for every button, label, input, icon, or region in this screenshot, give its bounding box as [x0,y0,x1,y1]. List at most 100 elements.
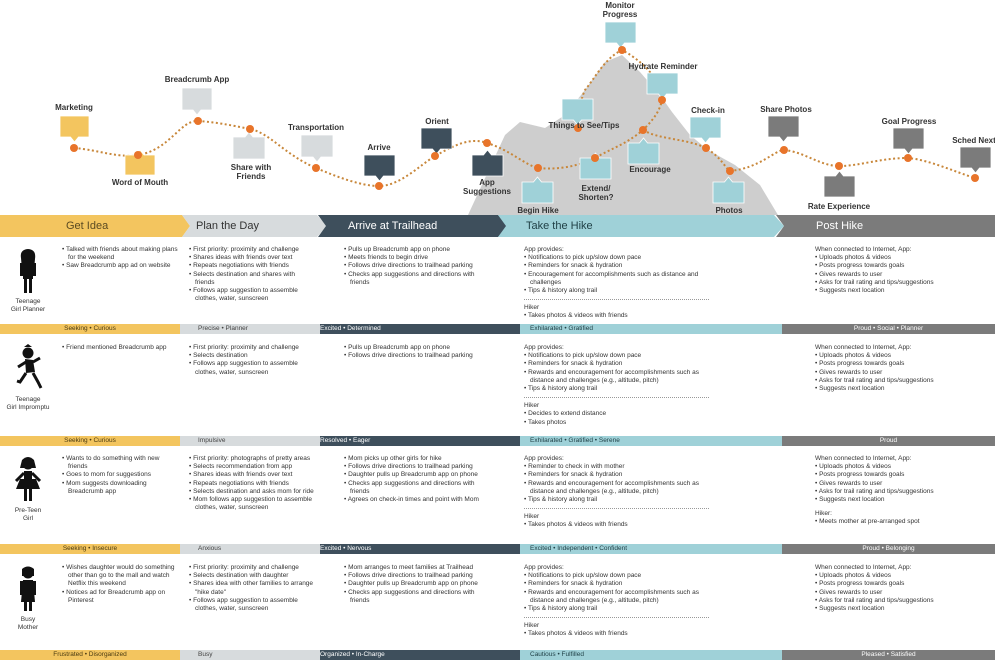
cell-intro: App provides: [524,246,564,253]
phase-arrow-shape [776,215,995,237]
path-dot [904,154,912,162]
person-silhouette-icon [20,249,36,293]
bullet-item: • Meets mother at pre-arranged spot [815,518,920,526]
journey-cell: When connected to Internet, App:• Upload… [815,344,985,393]
touchpoint-label: Marketing [55,103,93,112]
emotion-bar: Anxious [180,544,320,554]
touchpoint-marker [579,152,612,180]
bullet-item: • Asks for trail rating and tips/suggest… [815,376,934,384]
path-dot [483,139,491,147]
emotion-bar: Resolved • Eager [320,436,520,446]
touchpoint-marker [300,134,334,172]
bullet-item: • Uploads photos & videos [815,254,891,262]
journey-cell: App provides:• Notifications to pick up/… [524,344,724,427]
emotion-bar: Frustrated • Disorganized [0,650,180,660]
bullet-item: • Meets friends to begin drive [344,254,428,262]
bullet-item: • Checks app suggestions and directions … [344,479,475,495]
touchpoint-marker [471,139,504,177]
touchpoint-marker [627,126,660,165]
emotion-label: Frustrated • Disorganized [53,651,127,658]
emotion-label: Busy [198,651,213,658]
bullet-item: • Posts progress towards goals [815,360,905,368]
phase-label: Arrive at Trailhead [348,220,438,232]
bullet-item: • Suggests next location [815,385,885,393]
emotion-bar: Proud [782,436,995,446]
bullet-item: • Daughter pulls up Breadcrumb app on ph… [344,471,478,479]
bullet-item: • Selects destination with daughter [189,572,289,580]
bullet-item: • Uploads photos & videos [815,463,891,471]
path-dot [835,162,843,170]
speech-bubble-icon [181,87,213,116]
phase-post-hike: Post Hike [776,215,995,237]
bullet-item: • Shares idea with other families to arr… [189,580,314,596]
path-dot [618,46,626,54]
bullet-item: • Goes to mom for suggestions [62,471,151,479]
bullet-item: • Rewards and encouragement for accompli… [524,588,699,604]
phase-arrow-shape [182,215,327,237]
bullet-item: • First priority: proximity and challeng… [189,344,299,351]
bullet-item: • Tips & history along trail [524,385,598,393]
bullet-item: • Selects destination and shares with fr… [189,270,295,286]
emotion-bar: Excited • Independent • Confident [520,544,782,554]
touchpoint-marker [604,21,637,54]
emotion-label: Excited • Independent • Confident [530,545,628,552]
touchpoint-label: Extend/Shorten? [578,184,614,202]
bullet-item: • Suggests next location [815,496,885,504]
sub-heading: Hiker [524,513,540,521]
touchpoint-marker [232,125,266,160]
dotted-divider [524,508,709,510]
bullet-item: • Follows drive directions to trailhead … [344,352,473,360]
emotion-label: Impulsive [198,437,226,444]
touchpoint-marker [959,146,992,182]
path-dot [134,151,142,159]
speech-bubble-icon [627,137,660,165]
journey-cell: • First priority: photographs of pretty … [189,455,314,512]
touchpoint-marker [689,116,722,152]
touchpoint-label: Check-in [691,106,725,115]
phase-label: Get Idea [66,220,109,232]
bullet-item: • Mom suggests downloading Breadcrumb ap… [62,479,147,495]
bullet-item: • Follows app suggestion to assemble clo… [189,360,298,376]
speech-bubble-icon [363,154,396,182]
bullet-item: • Follows drive directions to trailhead … [344,463,473,471]
phase-arrive-at-trailhead: Arrive at Trailhead [318,215,508,237]
touchpoint-marker [420,127,453,160]
phase-arrow-shape [498,215,784,237]
bullet-item: • Posts progress towards goals [815,471,905,479]
bullet-item: • Gives rewards to user [815,588,883,596]
journey-cell: When connected to Internet, App:• Upload… [815,246,985,295]
bullet-item: • Pulls up Breadcrumb app on phone [344,246,450,253]
speech-bubble-icon [892,127,925,155]
bullet-item: • Gives rewards to user [815,479,883,487]
speech-bubble-icon [232,131,266,160]
bullet-item: • Selects recommendation from app [189,463,293,471]
path-dot [726,167,734,175]
speech-bubble-icon [521,176,554,204]
phase-bar: Get Idea Plan the Day Arrive at Trailhea… [0,215,995,237]
bullet-item: • Posts progress towards goals [815,262,905,270]
bullet-item: • Rewards and encouragement for accompli… [524,368,699,384]
speech-bubble-icon [823,170,856,198]
touchpoint-marker [181,87,213,125]
bullet-item: • Suggests next location [815,287,885,295]
journey-path-graphic [59,21,992,215]
emotion-bar: Impulsive [180,436,320,446]
touchpoint-marker [892,127,925,162]
journey-cell: • Pulls up Breadcrumb app on phone• Meet… [344,246,484,287]
journey-cell: • Mom arranges to meet families at Trail… [344,564,484,605]
phase-label: Post Hike [816,220,864,232]
mountain-shape [468,55,778,215]
path-dot [312,164,320,172]
touchpoint-marker [712,167,745,204]
path-dot [702,144,710,152]
phase-plan-the-day: Plan the Day [182,215,327,237]
touchpoint-marker [823,162,856,198]
touchpoint-label: Begin Hike [517,206,559,215]
emotion-label: Organized • In-Charge [320,651,385,658]
touchpoint-label: Goal Progress [881,117,937,126]
